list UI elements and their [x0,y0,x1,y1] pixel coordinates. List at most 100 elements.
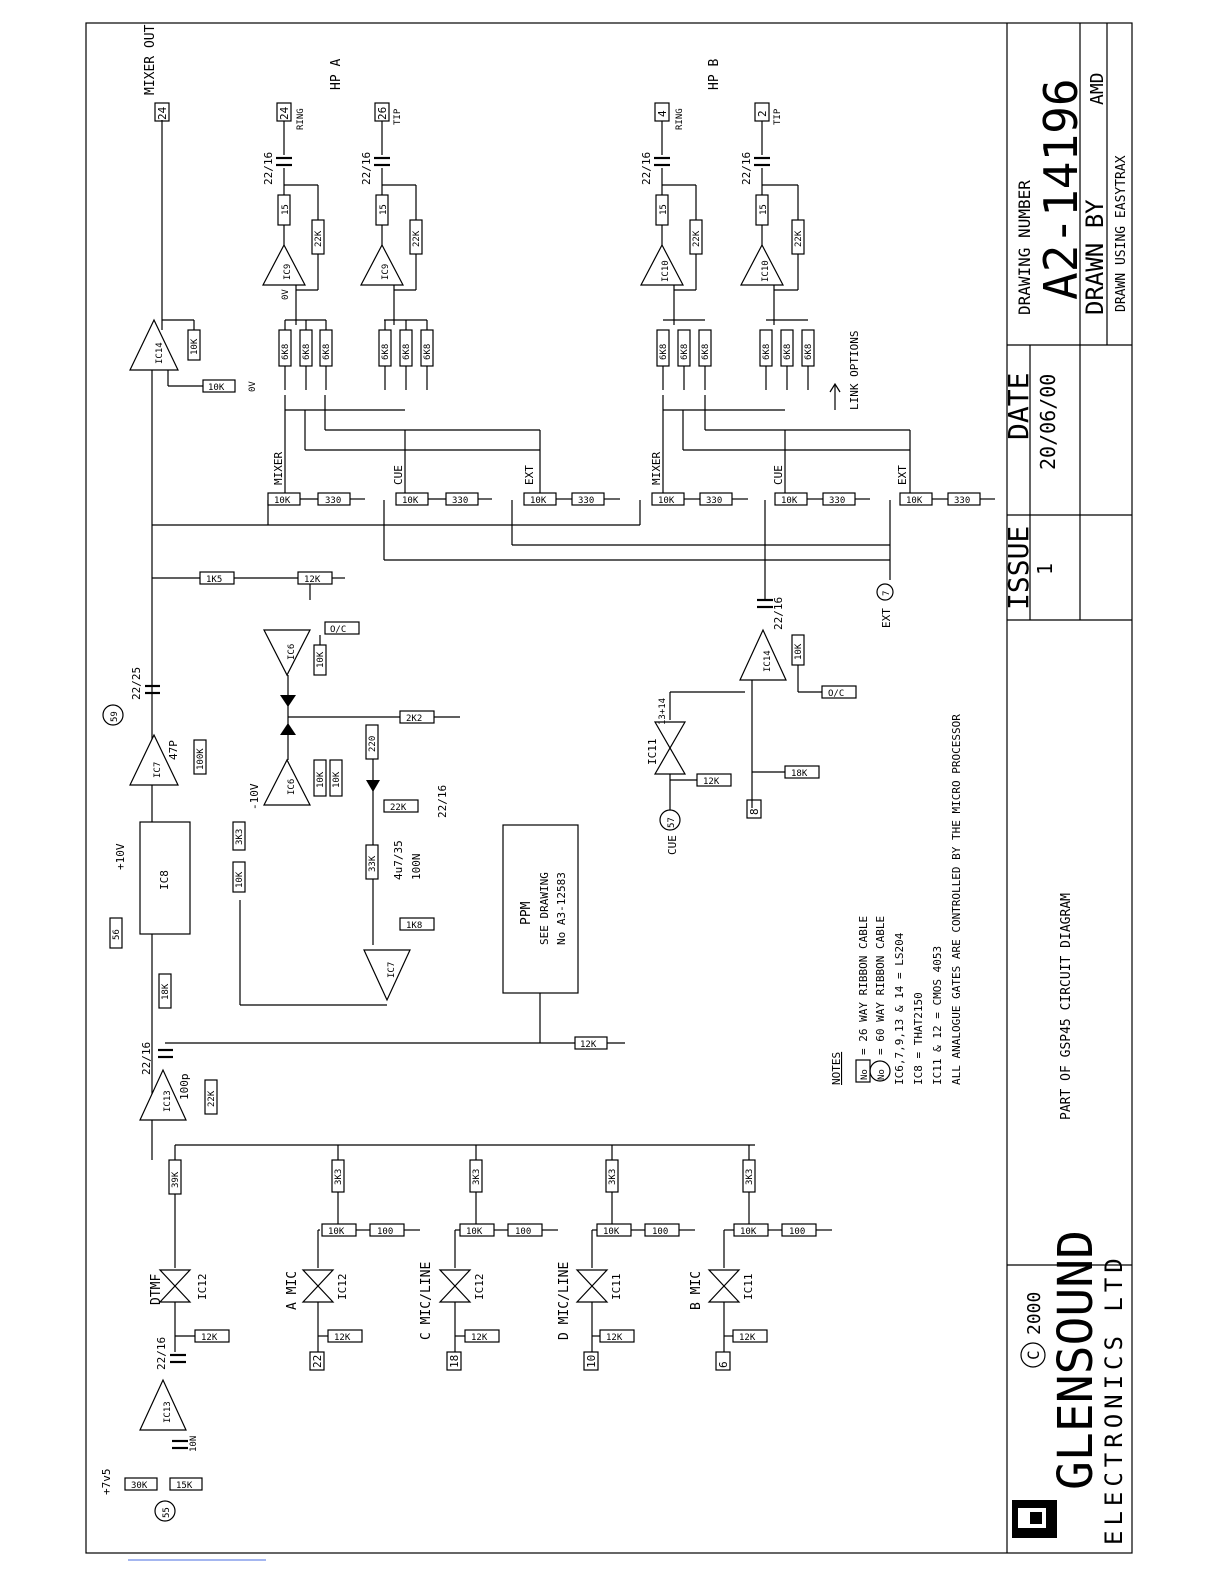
cap-100n: 100N [410,854,423,881]
ic7-top-label: IC7 [153,762,163,778]
hp-a-ring-pin: 24 [278,106,291,120]
a-12k: 12K [334,1333,351,1343]
ic10-tip-label: IC10 [761,260,771,282]
r-22k-ic13: 22K [207,1090,217,1107]
r-10k-ic8: 10K [235,871,245,888]
cap-22-16-mid: 22/16 [436,785,449,818]
hp-b-ring-label: RING [675,108,685,130]
ext-a-330: 330 [578,496,594,506]
r-3k3-ic8: 3K3 [235,829,245,845]
ic7-top-opamp [129,733,179,786]
hpb-6k8-4: 6K8 [762,344,772,360]
note-line-2: = 60 WAY RIBBON CABLE [874,916,887,1055]
hp-a-label: HP A [329,59,344,90]
a-3k3: 3K3 [334,1169,344,1185]
date-label: DATE [1002,373,1035,440]
c-10k: 10K [466,1227,483,1237]
d-3k3: 3K3 [608,1169,618,1185]
mixer-out-pin: 24 [156,106,169,120]
drawn-by-label: DRAWN BY [1081,199,1109,315]
mixer-b-label: MIXER [650,452,663,485]
hp-a-section: HP A 24 RING 26 TIP 22/16 15 22K IC9 0V … [262,59,434,390]
channel-b-mic: 3K3 10K 100 IC11 B MIC 12K 6 [689,1145,832,1371]
ic12-c-gate [438,1269,472,1287]
ic12-dtmf-gate [158,1269,192,1287]
ic8-chip [139,821,191,935]
hpb-6k8-3: 6K8 [701,344,711,360]
hp-b-ring-22k: 22K [692,230,702,247]
copyright-year: 2000 [1024,1292,1045,1335]
ic9-ring-label: IC9 [283,264,293,280]
ic14-top-label: IC14 [155,342,165,364]
drawing-border [85,22,1133,1554]
copyright-symbol: C [1024,1350,1043,1360]
ic6-top-10k: 10K [316,651,326,668]
a-pin: 22 [311,1355,324,1368]
a-mic-label: A MIC [285,1271,300,1310]
ext-a-resistor: 10K [530,496,547,506]
hp-a-ring-22k: 22K [314,230,324,247]
vca-section: 1K5 12K IC6 O/C 10K 2K2 IC6 10K 10K -10V… [102,571,460,1009]
notes-heading: NOTES [830,1052,843,1085]
c-100: 100 [515,1227,531,1237]
r-39k: 39K [171,1171,181,1188]
ic11-b-gate [707,1269,741,1287]
note-line-6: ALL ANALOGUE GATES ARE CONTROLLED BY THE… [950,714,963,1085]
cap-4u7: 4u7/35 [392,840,405,880]
ext-b-resistor: 10K [906,496,923,506]
r-18k-ic8: 18K [161,983,171,1000]
drawn-by: AMD [1087,72,1108,105]
pin-8: 8 [748,808,761,815]
ppm-title: PPM [519,901,534,925]
pin-55: 55 [162,1507,172,1518]
ic14-cue-10k: 10K [794,643,804,660]
ic6-bottom-opamp [263,758,311,806]
note-line-1: = 26 WAY RIBBON CABLE [857,916,870,1055]
ppm-block: PPM SEE DRAWING No A3-12583 12K [165,824,625,1050]
ic13-bottom-label: IC13 [163,1401,173,1423]
ext-a-label: EXT [523,465,536,485]
ic9-ring-0v: 0V [281,289,291,300]
ic6-bottom-10k-a: 10K [316,771,326,788]
ic13-top-label: IC13 [163,1090,173,1112]
hp-a-tip-pin: 26 [376,107,389,120]
oc-top: O/C [330,625,346,635]
cue-18k: 18K [791,769,808,779]
a-100: 100 [377,1227,393,1237]
plus7v5-label: +7v5 [100,1469,113,1496]
cue-12k: 12K [703,777,720,787]
ic11-cue-label: IC11 [646,739,659,766]
mixer-a-resistor: 10K [274,496,291,506]
r-1k8: 1K8 [406,921,422,931]
hpa-6k8-2: 6K8 [302,344,312,360]
cue-b-resistor: 10K [781,496,798,506]
ic14-cue-opamp [739,628,787,681]
ic7-bottom-label: IC7 [387,962,397,978]
hp-b-section: HP B 4 RING 2 TIP 22/16 15 22K IC10 22/1… [640,59,815,390]
cap-100p: 100p [178,1074,191,1101]
ic14-0v: 0V [248,381,258,392]
cue-a-330: 330 [452,496,468,506]
copyright-circle [1020,1342,1046,1368]
hp-a-ring-cap: 22/16 [262,152,275,185]
company-subtitle: ELECTRONICS LTD [1100,1253,1128,1545]
ic11-cue-gate [653,721,687,750]
hp-b-tip-15: 15 [759,204,769,215]
mixer-b-resistor: 10K [658,496,675,506]
mixer-b-330: 330 [706,496,722,506]
hpa-6k8-1: 6K8 [281,344,291,360]
b-3k3: 3K3 [745,1169,755,1185]
hp-b-tip-22k: 22K [794,230,804,247]
cue-b-label: CUE [772,465,785,485]
cue-a-resistor: 10K [402,496,419,506]
ic11-pin-13-14: 13+14 [658,698,668,725]
d-12k: 12K [606,1333,623,1343]
d-100: 100 [652,1227,668,1237]
hp-b-tip-label: TIP [773,108,783,125]
hpa-6k8-5: 6K8 [402,344,412,360]
channel-d-mic: 3K3 10K 100 IC11 D MIC/LINE 12K 10 [557,1145,695,1371]
mixer-out-label: MIXER OUT [143,24,158,95]
cue-a-label: CUE [392,465,405,485]
cap-22-16-cue: 22/16 [772,597,785,630]
